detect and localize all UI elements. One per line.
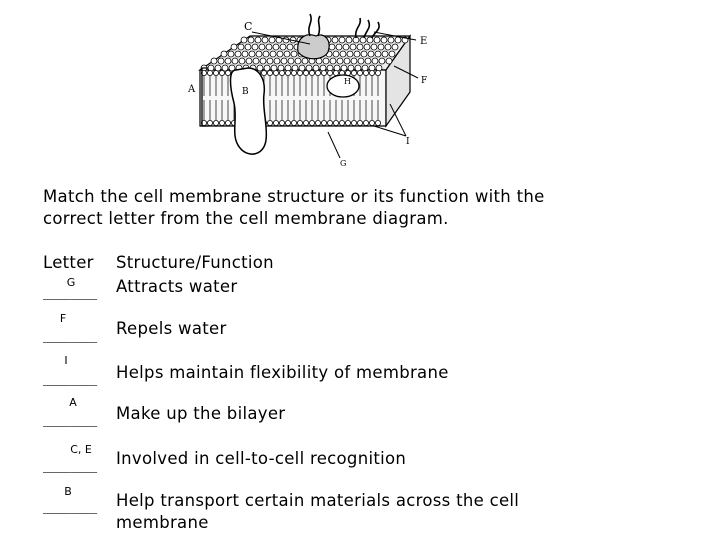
label-g: G (340, 159, 346, 168)
cell-membrane-diagram: C E F H A B I G (187, 13, 427, 168)
description: Repels water (116, 319, 227, 338)
answer-text: I (64, 354, 68, 367)
label-c: C (244, 20, 252, 33)
answer-text: A (69, 396, 77, 409)
header-structure-function: Structure/Function (116, 253, 274, 272)
label-i: I (406, 137, 410, 147)
description: Helps maintain flexibility of membrane (116, 363, 449, 382)
carbohydrate-chains (308, 13, 380, 39)
answer-text: B (64, 485, 72, 498)
label-e: E (420, 36, 427, 47)
answer-blank[interactable]: ______ (43, 496, 98, 514)
channel-protein (229, 67, 268, 155)
answer-blank[interactable]: ______ (43, 282, 98, 300)
answer-blank[interactable]: ______ (43, 368, 98, 386)
answer-text: F (59, 312, 67, 325)
answer-blank[interactable]: ______ (43, 409, 98, 427)
answer-text: G (66, 276, 76, 289)
answer-blank[interactable]: ______ (43, 325, 98, 343)
description: Attracts water (116, 277, 238, 296)
leader-lines (251, 31, 419, 159)
label-a: A (187, 84, 196, 95)
header-letter: Letter (43, 253, 94, 272)
label-f: F (421, 76, 427, 86)
instructions: Match the cell membrane structure or its… (43, 187, 545, 228)
glycoprotein (297, 34, 330, 60)
description: Make up the bilayer (116, 404, 286, 423)
description: Involved in cell-to-cell recognition (116, 449, 407, 468)
description: Help transport certain materials across … (116, 491, 520, 532)
bracket-a (201, 67, 208, 127)
embedded-protein (326, 74, 360, 98)
label-h: H (344, 77, 351, 86)
answer-blank[interactable]: ______ (43, 455, 98, 473)
answer-text: C, E (70, 443, 92, 456)
label-b: B (242, 87, 249, 97)
